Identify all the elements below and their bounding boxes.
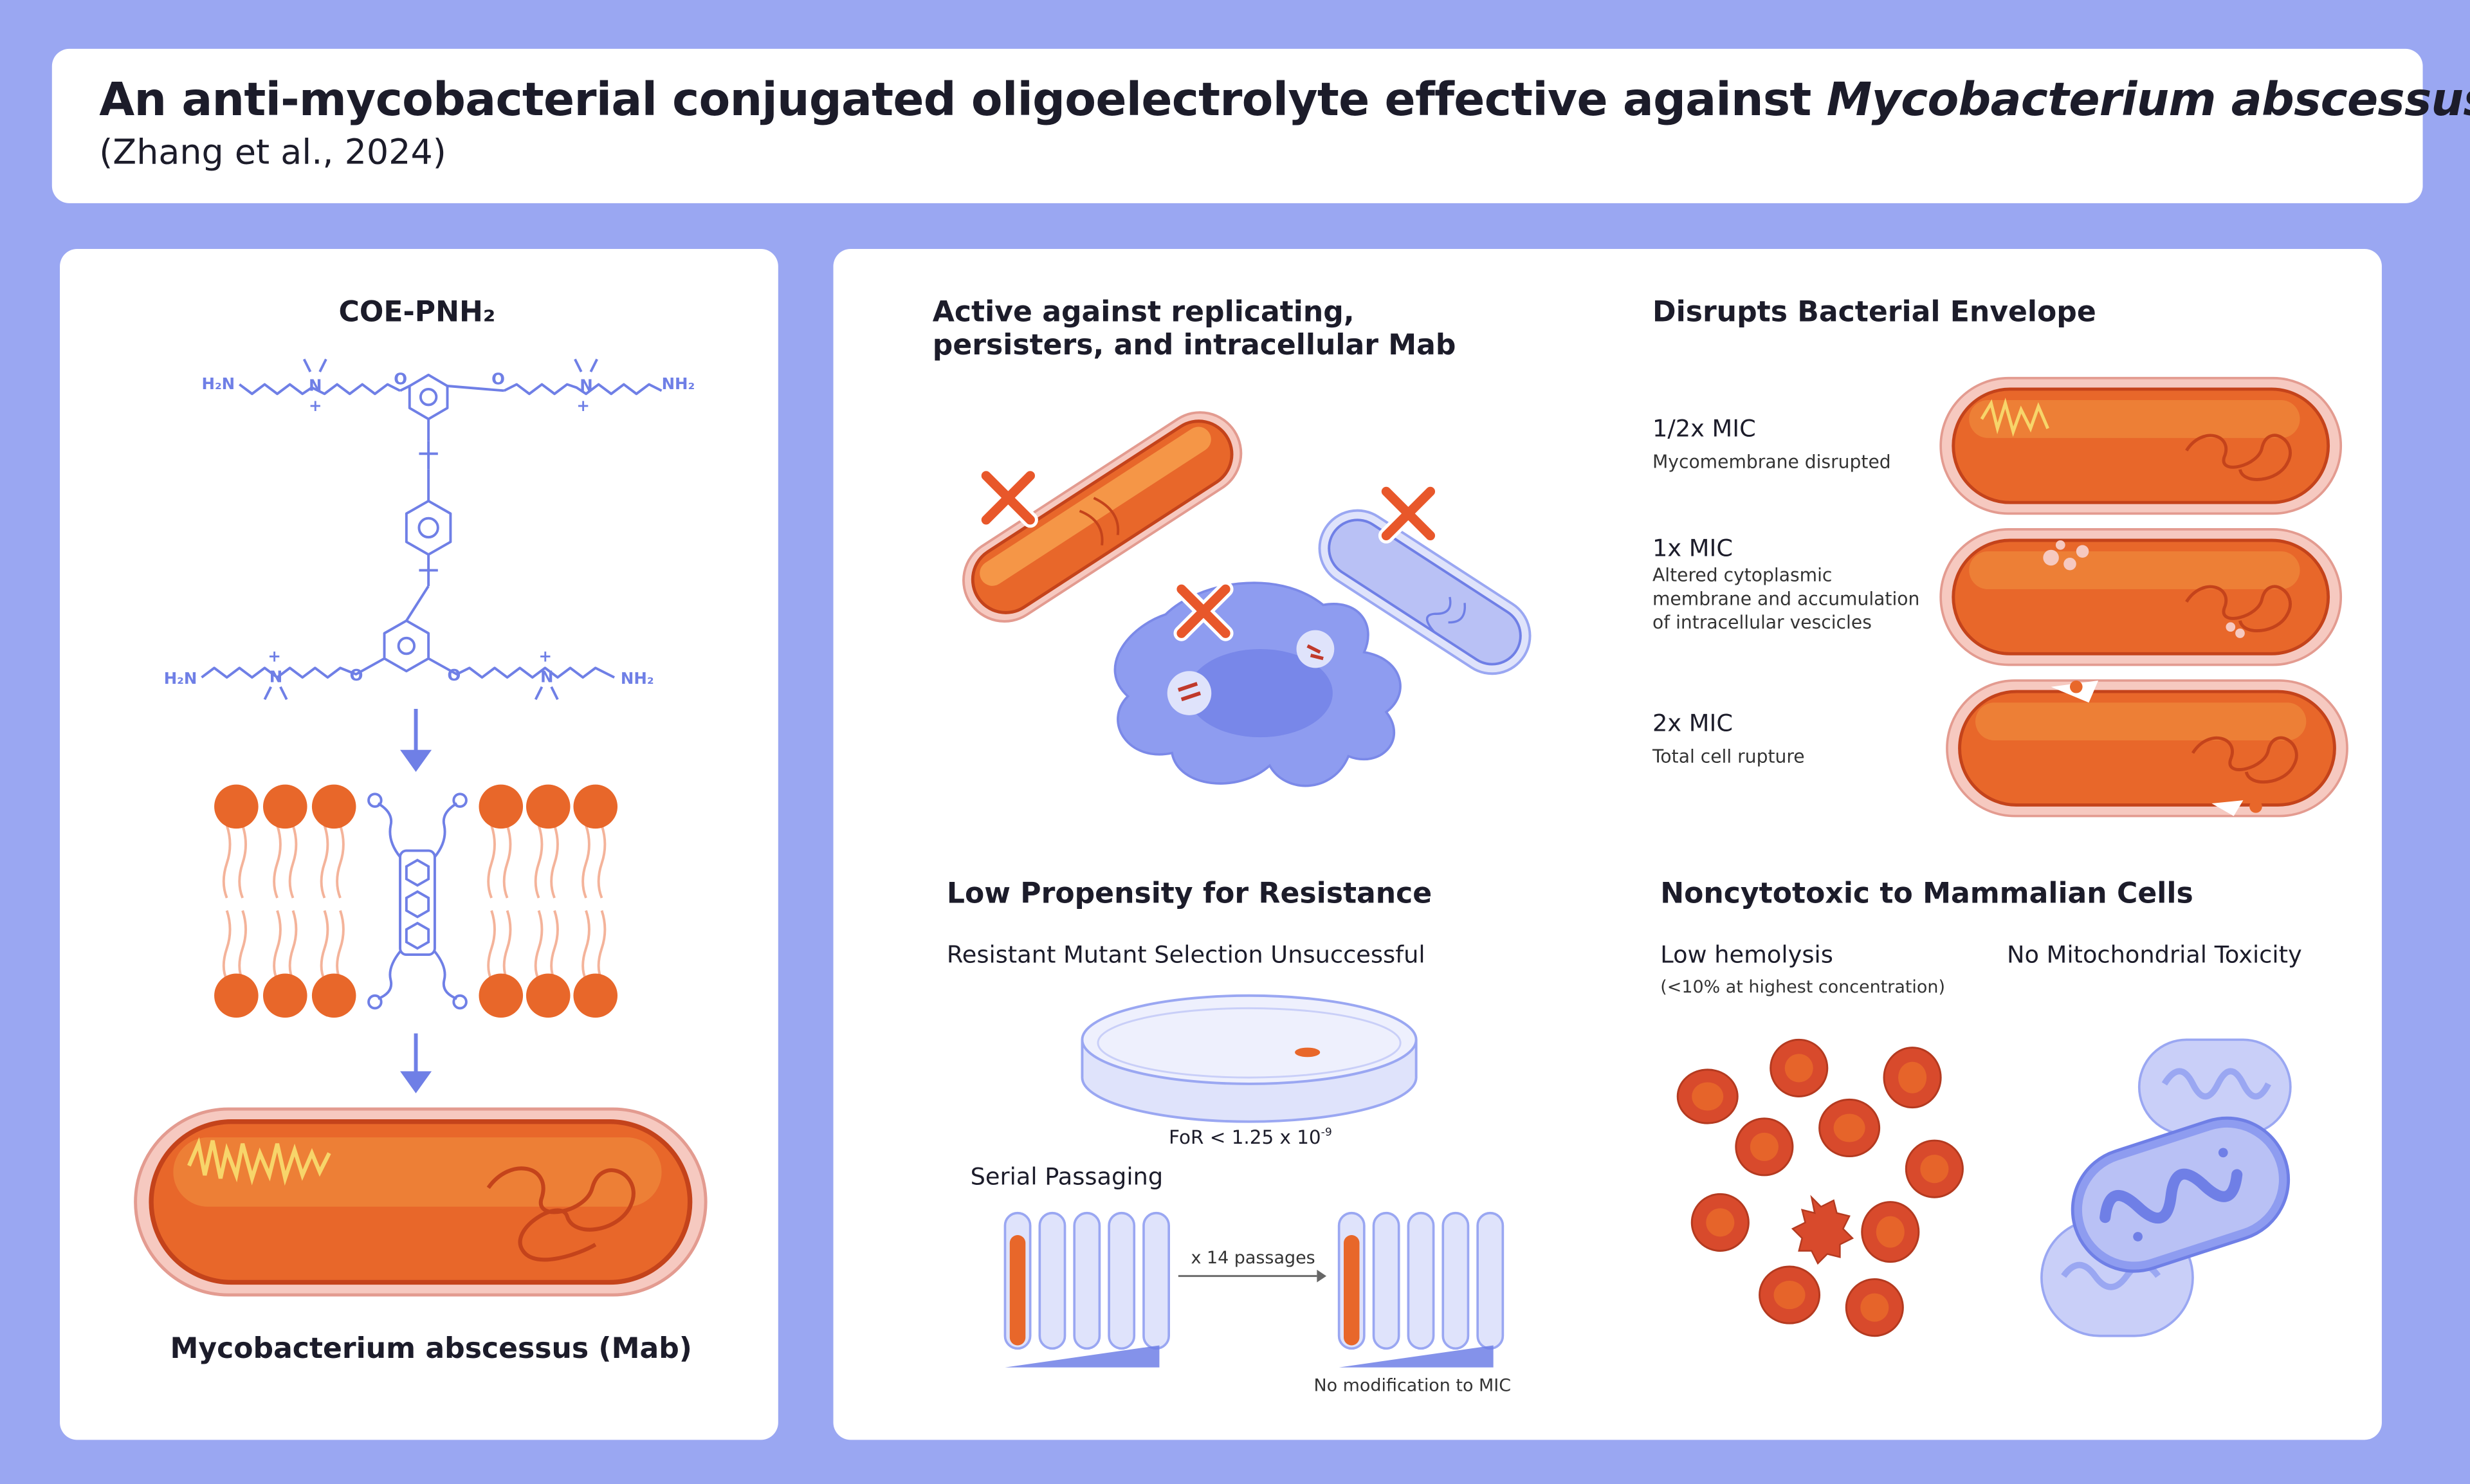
ring-middle xyxy=(405,499,452,556)
chain-bottom-left xyxy=(201,657,385,679)
serial-passaging-diagram xyxy=(1003,1211,1505,1368)
bacterium-1x-mic xyxy=(1939,528,2343,666)
mitochondria-illustration xyxy=(2040,1038,2292,1337)
hemolysis-label: Low hemolysis xyxy=(1660,940,1833,969)
page-title: An anti-mycobacterial conjugated oligoel… xyxy=(99,73,2470,126)
envelope-heading: Disrupts Bacterial Envelope xyxy=(1652,296,2096,329)
cross-icon-2 xyxy=(1176,486,1436,638)
compound-name: COE-PNH₂ xyxy=(338,296,496,329)
chain-top-left xyxy=(239,383,401,396)
chem-o-3: O xyxy=(350,666,363,684)
mic-desc-1x-line3: of intracellular vescicles xyxy=(1652,611,1872,634)
arrow-down-icon-2 xyxy=(400,1033,432,1094)
bacterium-half-mic xyxy=(1939,376,2343,515)
mic-label-2x: 2x MIC xyxy=(1652,709,1733,738)
arrow-down-icon xyxy=(400,709,432,773)
mic-label-half: 1/2x MIC xyxy=(1652,414,1756,443)
red-blood-cells xyxy=(1676,1038,1964,1337)
title-panel: An anti-mycobacterial conjugated oligoel… xyxy=(51,48,2470,203)
lipid-bilayer xyxy=(214,784,618,1018)
gradient-wedge-before xyxy=(1005,1345,1160,1368)
chem-nh2-bottom: NH₂ xyxy=(621,669,654,688)
chem-plus-1: + xyxy=(309,396,322,415)
active-heading-line2: persisters, and intracellular Mab xyxy=(932,329,1456,363)
mic-desc-2x: Total cell rupture xyxy=(1652,745,1805,767)
chem-n-4: N xyxy=(540,667,553,686)
gradient-wedge-after xyxy=(1339,1345,1494,1368)
mic-desc-1x-line1: Altered cytoplasmic xyxy=(1652,563,1833,587)
chem-n-3: N xyxy=(270,667,282,686)
mitochondrion-front xyxy=(2071,1116,2291,1273)
chain-bottom-right xyxy=(428,657,615,679)
chem-plus-2: + xyxy=(576,396,590,415)
chem-o-1: O xyxy=(394,370,407,389)
persister-bacterium xyxy=(1318,509,1532,675)
chem-plus-3: + xyxy=(268,647,281,666)
for-exponent: -9 xyxy=(1321,1126,1332,1139)
chem-o-2: O xyxy=(491,370,505,389)
macrophage-cell xyxy=(1113,582,1402,787)
resistance-subtitle: Resistant Mutant Selection Unsuccessful xyxy=(946,940,1425,969)
chem-n-1: N xyxy=(309,376,322,394)
mic-desc-1x-line2: membrane and accumulation xyxy=(1652,587,1920,610)
envelope-bacteria-stack xyxy=(1939,376,2348,818)
chem-h2n-bottom: H₂N xyxy=(164,669,197,688)
chemical-structure-diagram: H₂N NH₂ H₂N NH₂ N N N N O O O O + + + + xyxy=(134,358,708,1297)
chem-h2n-top: H₂N xyxy=(201,374,235,393)
organism-name: Mycobacterium abscessus (Mab) xyxy=(170,1332,692,1366)
citation: (Zhang et al., 2024) xyxy=(99,134,446,174)
mic-label-1x: 1x MIC xyxy=(1652,534,1733,563)
mic-desc-1x: Altered cytoplasmic membrane and accumul… xyxy=(1652,564,1919,635)
resistance-heading: Low Propensity for Resistance xyxy=(946,877,1432,911)
chem-nh2-top: NH₂ xyxy=(662,374,695,393)
no-mod-label: No modification to MIC xyxy=(1313,1375,1512,1396)
ring-bottom xyxy=(383,619,430,673)
chain-top-right xyxy=(503,383,663,396)
active-heading: Active against replicating, persisters, … xyxy=(933,296,1456,362)
tubes-before xyxy=(1003,1211,1170,1350)
mab-forms-illustration xyxy=(962,411,1532,787)
title-species: Mycobacterium abscessus xyxy=(1826,72,2470,126)
chem-o-4: O xyxy=(448,666,461,684)
ring-top xyxy=(408,373,449,421)
mic-desc-half: Mycomembrane disrupted xyxy=(1652,450,1891,473)
for-value: FoR < 1.25 x 10-9 xyxy=(1169,1126,1332,1149)
noncyto-heading: Noncytotoxic to Mammalian Cells xyxy=(1660,877,2193,911)
chem-plus-4: + xyxy=(539,647,553,666)
passages-label: x 14 passages xyxy=(1191,1247,1315,1269)
replicating-bacterium xyxy=(962,411,1243,623)
mab-bacterium-large xyxy=(134,1107,708,1297)
hemolysis-note: (<10% at highest concentration) xyxy=(1660,976,1945,998)
lysed-rbc xyxy=(1791,1195,1854,1265)
bacterium-2x-mic xyxy=(1946,679,2348,818)
active-heading-line1: Active against replicating, xyxy=(932,296,1355,329)
tubes-after xyxy=(1337,1211,1505,1350)
serial-passaging-label: Serial Passaging xyxy=(970,1162,1164,1191)
mito-label: No Mitochondrial Toxicity xyxy=(2007,940,2302,969)
petri-dish xyxy=(1081,994,1418,1123)
cross-icon-orange xyxy=(981,471,1035,525)
chem-n-2: N xyxy=(580,376,592,394)
